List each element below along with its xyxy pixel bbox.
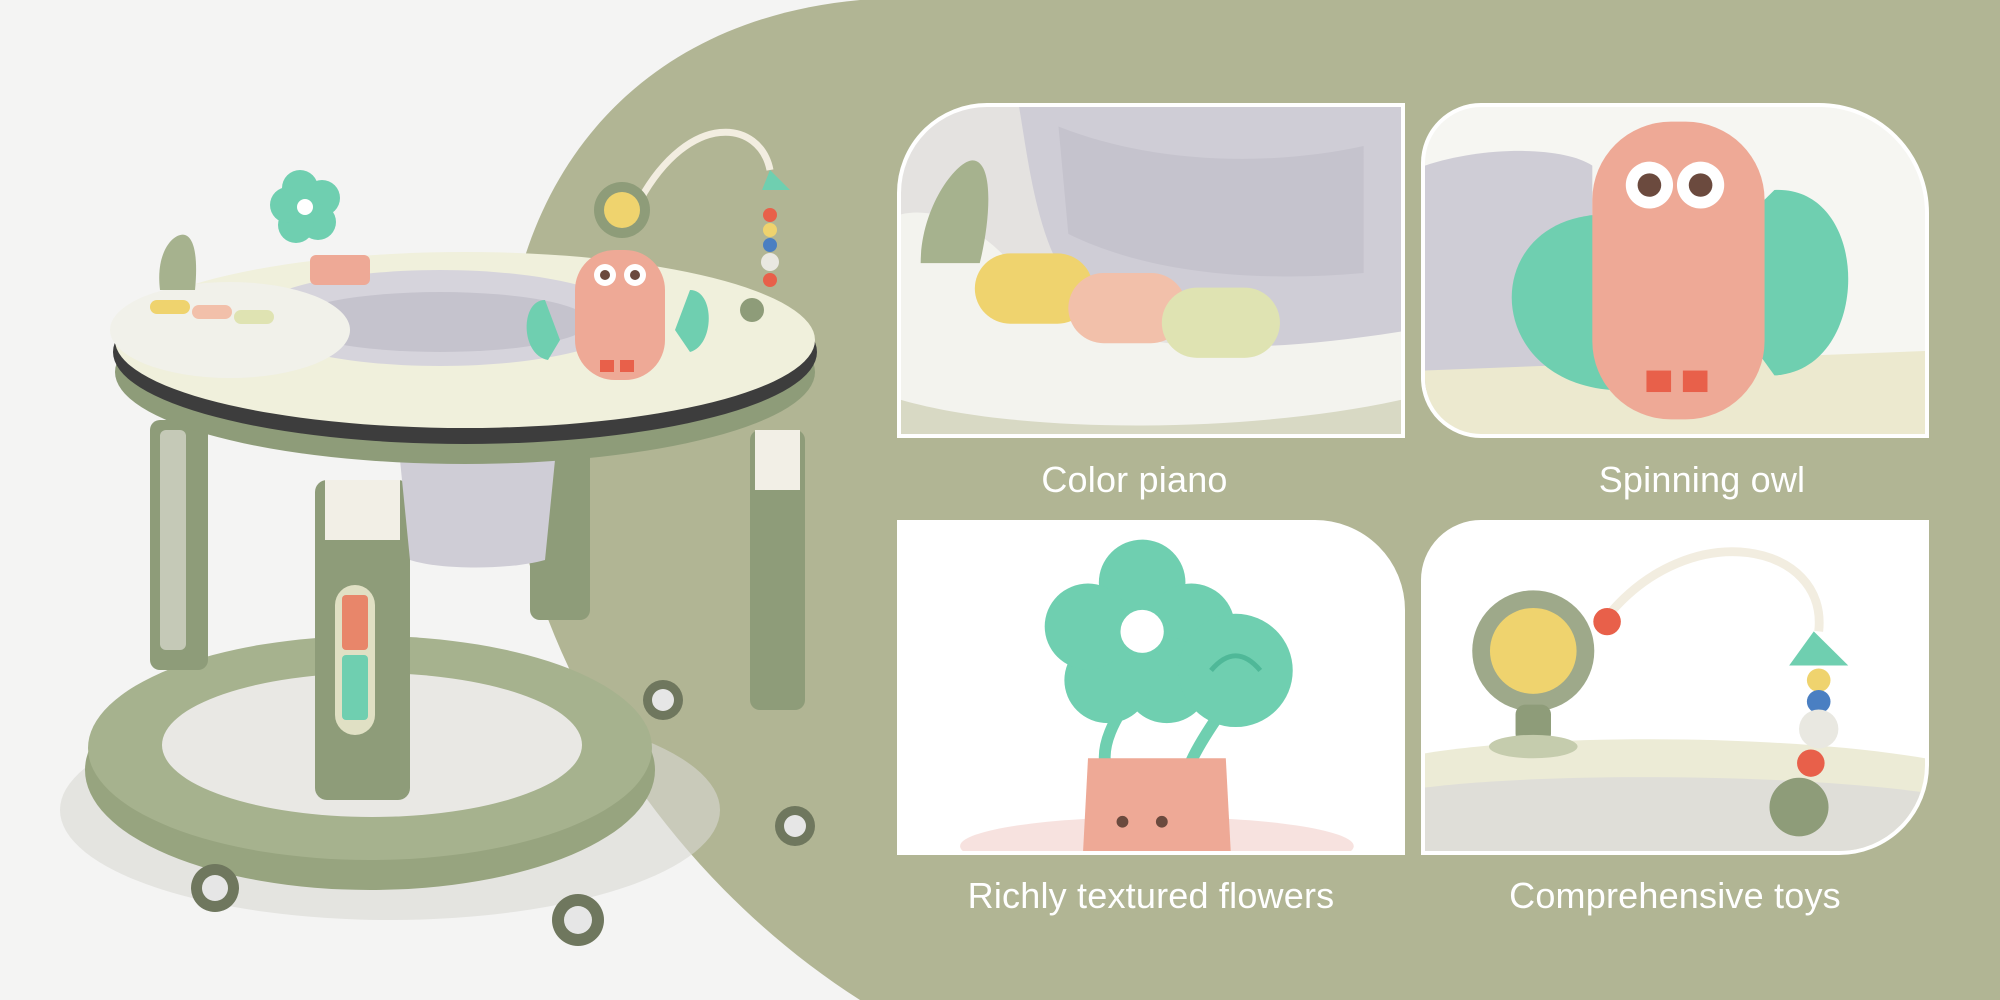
spinning-owl-closeup (1425, 107, 1925, 434)
caption-color-piano: Color piano (1041, 459, 1228, 500)
wheel-icon (552, 894, 604, 946)
flower-teether-icon (270, 170, 370, 285)
wheel-icon (643, 680, 683, 720)
caption-textured-flowers: Richly textured flowers (967, 875, 1335, 916)
textured-flower-teether-closeup (901, 524, 1401, 851)
piano-panel-icon (110, 234, 350, 378)
feature-card-spinning-owl (1421, 103, 1929, 438)
caption-comprehensive-toys: Comprehensive toys (1509, 875, 1841, 916)
caption-spinning-owl: Spinning owl (1598, 459, 1806, 500)
wheel-icon (775, 806, 815, 846)
feature-card-textured-flowers (897, 520, 1405, 855)
color-piano-closeup (901, 107, 1401, 434)
bead-toy-closeup (1425, 524, 1925, 851)
feature-card-comprehensive-toys (1421, 520, 1929, 855)
owl-toy-icon (526, 250, 709, 380)
baby-walker-illustration (60, 128, 817, 946)
wheel-icon (191, 864, 239, 912)
bead-arch-toy-icon (594, 128, 790, 322)
feature-card-color-piano (897, 103, 1405, 438)
